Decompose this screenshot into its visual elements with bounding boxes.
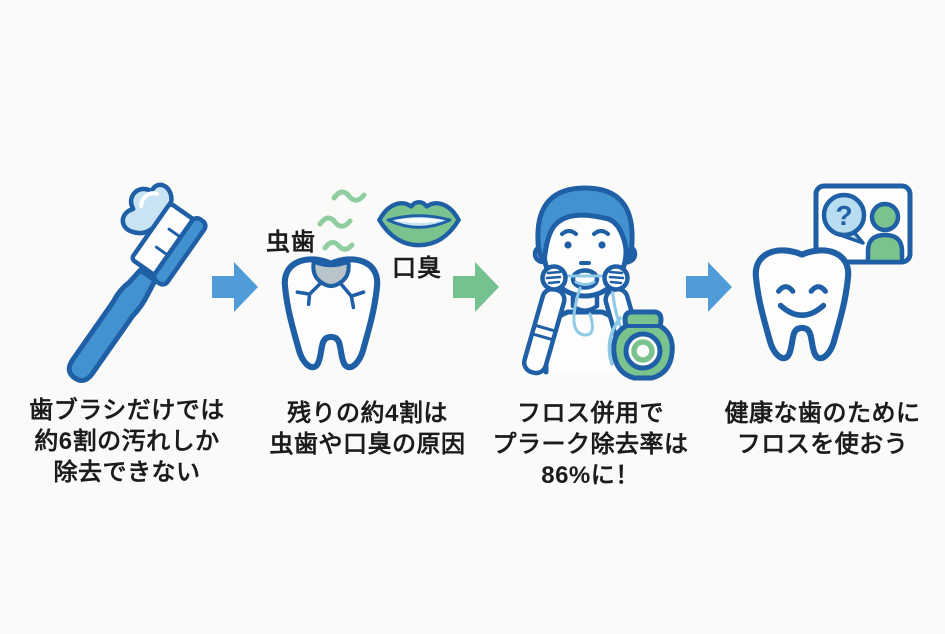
flow-arrow-2 <box>453 262 499 312</box>
smiling-tooth-icon <box>752 247 852 362</box>
svg-text:?: ? <box>835 200 852 231</box>
decayed-tooth-icon <box>281 256 381 371</box>
step-caption-1: 歯ブラシだけでは 約6割の汚れしか 除去できない <box>29 397 225 486</box>
step-caption-4: 健康な歯のために フロスを使おう <box>724 400 921 458</box>
cavity-label: 虫歯 <box>266 229 316 256</box>
question-bubble-icon: ? <box>821 192 867 245</box>
toothbrush-icon <box>66 182 208 383</box>
smell-lines-icon <box>317 189 367 252</box>
step-caption-3: フロス併用で プラーク除去率は 86%に！ <box>492 400 689 489</box>
mouth-icon <box>377 199 461 248</box>
bad-breath-label: 口臭 <box>392 255 442 282</box>
flow-arrow-3 <box>686 262 732 312</box>
consultation-panel-icon: ? <box>813 183 913 265</box>
person-flossing-icon <box>521 185 660 376</box>
flow-arrow-1 <box>212 262 258 312</box>
floss-container-icon <box>607 309 675 381</box>
step-caption-2: 残りの約4割は 虫歯や口臭の原因 <box>269 400 466 458</box>
person-icon <box>865 201 905 265</box>
